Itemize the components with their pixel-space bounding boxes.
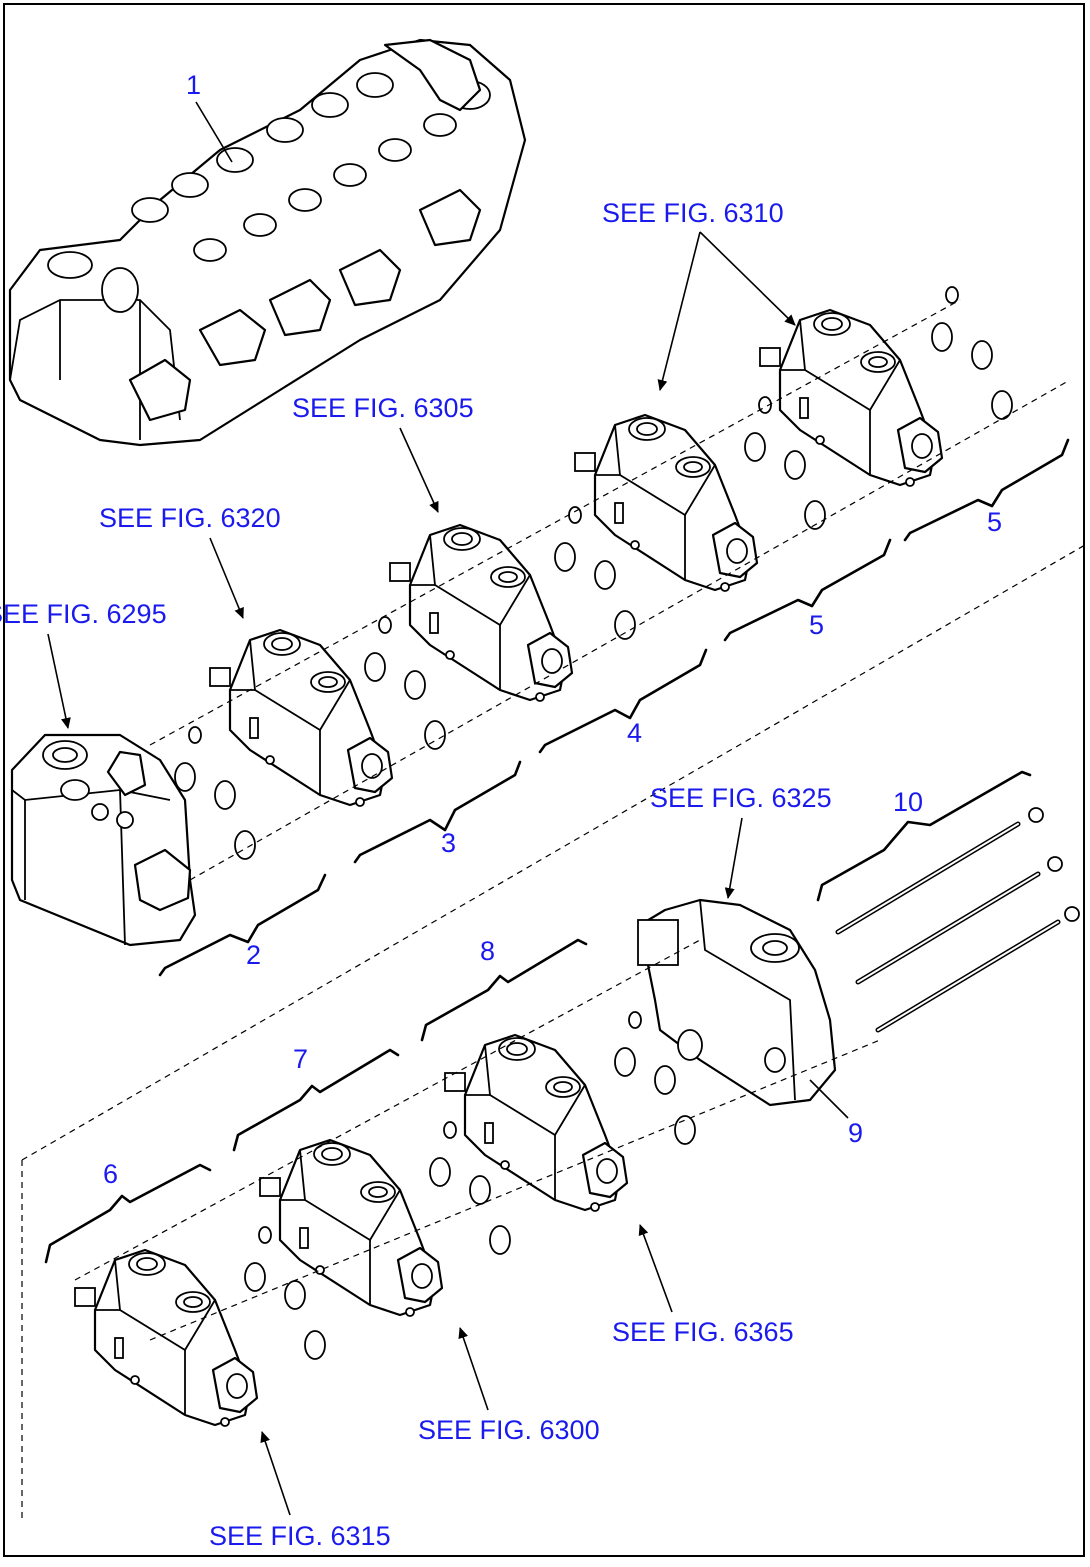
ref-label-6365: SEE FIG. 6365 xyxy=(612,1317,794,1347)
seal-set-upper-5 xyxy=(931,286,1013,420)
valve-section-3 xyxy=(208,628,394,808)
item-number-1: 1 xyxy=(186,70,202,100)
ref-label-6325: SEE FIG. 6325 xyxy=(650,783,832,813)
item-number-7: 7 xyxy=(293,1044,309,1074)
tie-rods xyxy=(835,807,1080,1033)
ref-label-6310: SEE FIG. 6310 xyxy=(602,198,784,228)
ref-label-6320: SEE FIG. 6320 xyxy=(99,503,281,533)
ref-label-6300: SEE FIG. 6300 xyxy=(418,1415,600,1445)
item-number-10: 10 xyxy=(893,787,924,817)
assembly-axes xyxy=(21,299,1086,1520)
item-number-3: 3 xyxy=(441,828,457,858)
leader-lines xyxy=(47,101,849,1516)
brace-marks xyxy=(44,438,1070,1264)
valve-assembly-2 xyxy=(10,733,197,947)
item-number-8: 8 xyxy=(480,936,496,966)
valve-assembly-1 xyxy=(8,38,527,447)
valve-section-9 xyxy=(637,898,837,1107)
ref-label-6295: SEE FIG. 6295 xyxy=(0,599,167,629)
item-number-5b: 5 xyxy=(987,507,1003,537)
item-number-6: 6 xyxy=(103,1159,119,1189)
valve-section-6 xyxy=(73,1248,259,1428)
item-number-9: 9 xyxy=(848,1118,864,1148)
ref-label-6305: SEE FIG. 6305 xyxy=(292,393,474,423)
ref-label-6315: SEE FIG. 6315 xyxy=(209,1521,391,1551)
item-number-4: 4 xyxy=(627,718,643,748)
item-number-5a: 5 xyxy=(809,610,825,640)
item-number-2: 2 xyxy=(246,940,262,970)
